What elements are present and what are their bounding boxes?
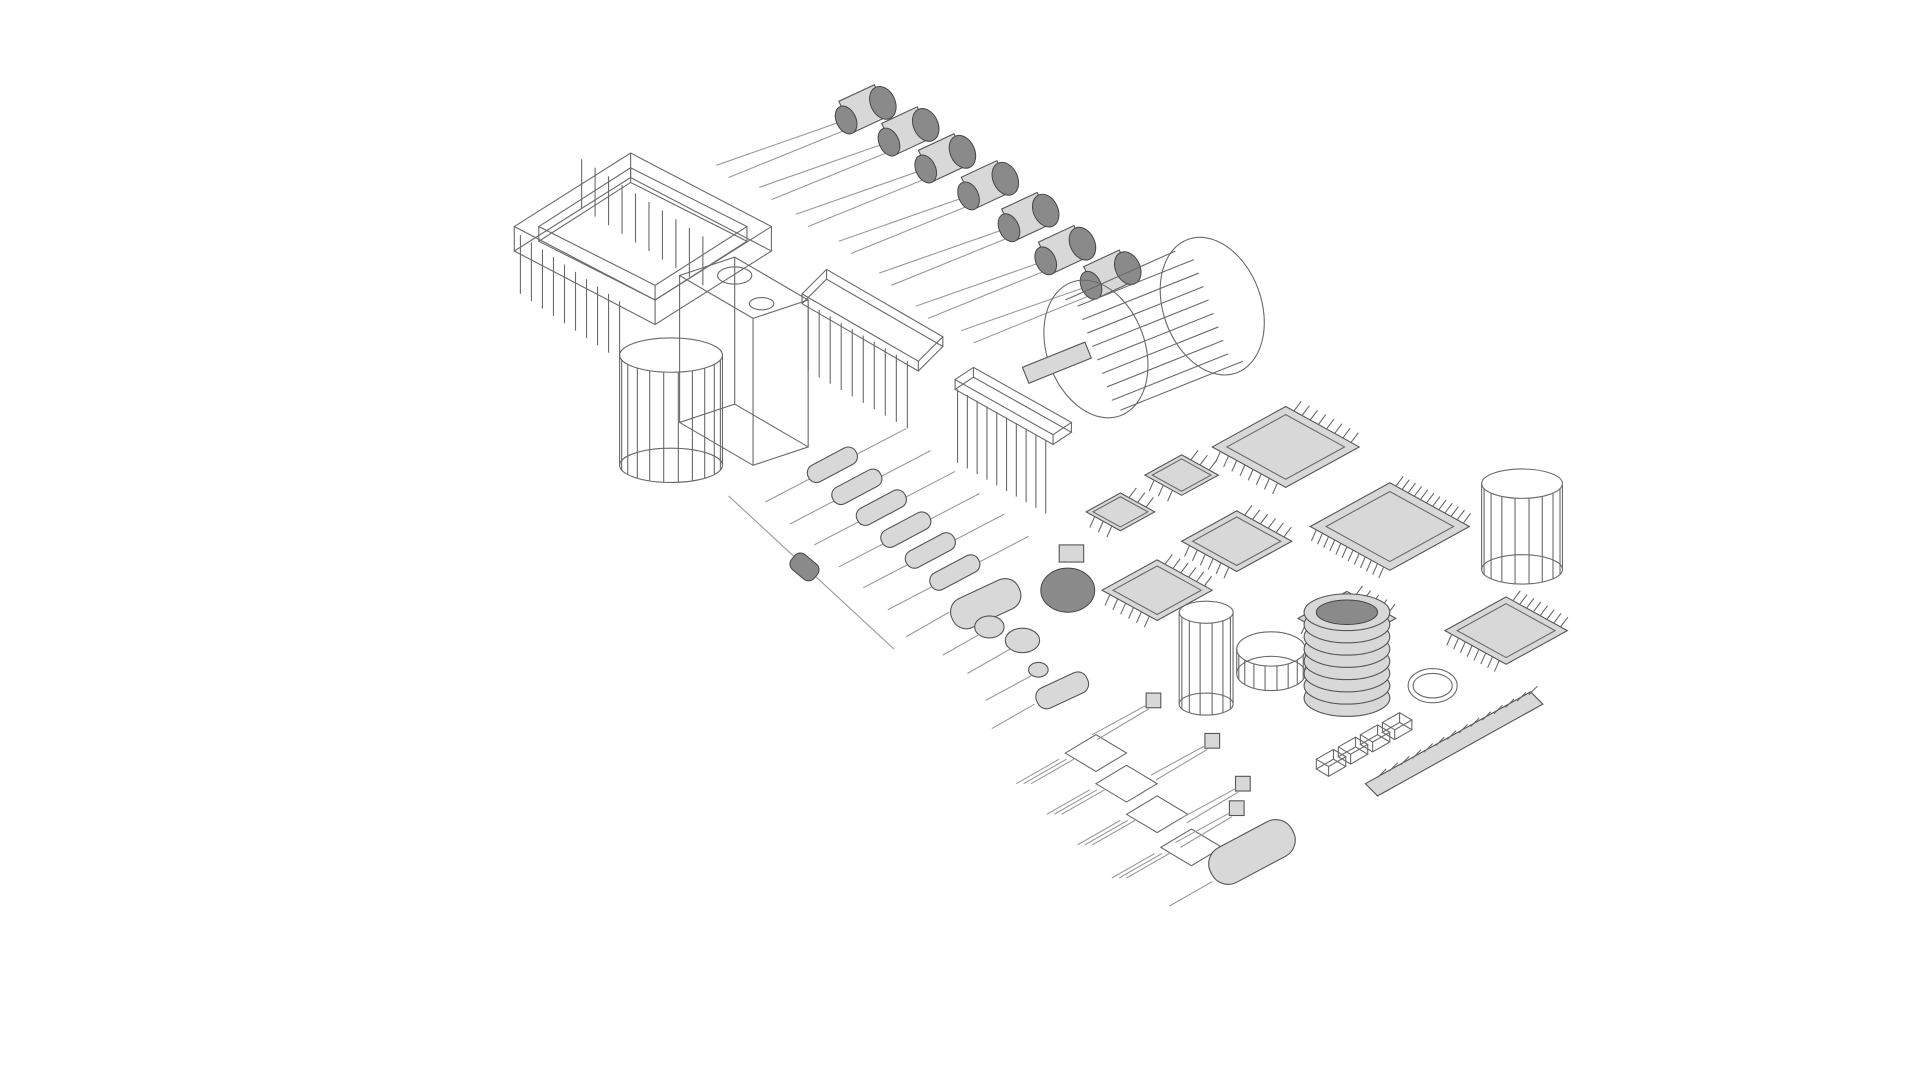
to220-transistor-1 xyxy=(1016,734,1128,785)
qfp-chip-1 xyxy=(1211,400,1361,495)
coil-1 xyxy=(1040,567,1096,613)
led-1 xyxy=(716,84,897,179)
toroid-coil-stack xyxy=(1303,593,1391,717)
wire-cage-cylinder-1 xyxy=(619,337,724,483)
to220-transistor-3 xyxy=(1077,795,1189,846)
soic-chip-2 xyxy=(1084,487,1156,538)
relay-box xyxy=(678,256,810,466)
soic-chip-1 xyxy=(1143,449,1220,502)
to92-transistor-2 xyxy=(1150,732,1221,781)
dip-ic-1 xyxy=(801,268,944,429)
led-2 xyxy=(759,106,940,201)
ceramic-capacitor-2 xyxy=(967,627,1041,674)
qfp-chip-2 xyxy=(1180,505,1293,579)
dc-motor xyxy=(1021,236,1265,419)
ceramic-capacitor-3 xyxy=(985,661,1049,701)
dip-ic-2 xyxy=(954,366,1073,514)
led-6 xyxy=(915,224,1097,319)
wire-cage-cylinder-2 xyxy=(1481,468,1563,585)
qfp-chip-3 xyxy=(1100,554,1214,628)
to220-transistor-2 xyxy=(1046,764,1159,815)
resistor-4 xyxy=(838,492,980,568)
resistor-2 xyxy=(789,450,931,525)
tantalum-capacitor xyxy=(991,671,1090,730)
electrolytic-capacitor-2 xyxy=(1169,819,1296,907)
to92-transistor-3 xyxy=(1181,775,1251,824)
ceramic-capacitor-1 xyxy=(942,615,1005,656)
smd-chips xyxy=(1084,400,1569,672)
pin-header-small xyxy=(1315,712,1413,777)
dip-socket-large xyxy=(513,152,773,360)
to92-transistor-4 xyxy=(1175,800,1245,848)
qfn-chip-1 xyxy=(1443,590,1569,672)
ring-cage xyxy=(1236,631,1306,692)
ring xyxy=(1407,668,1458,704)
resistor-1 xyxy=(765,428,907,503)
small-smd-component xyxy=(1058,544,1085,563)
led-3 xyxy=(795,133,977,228)
axial-component xyxy=(728,495,895,650)
pin-header-long xyxy=(1364,685,1544,797)
led-5 xyxy=(879,191,1060,286)
resistor-6 xyxy=(887,535,1029,611)
led-4 xyxy=(838,159,1020,254)
resistor-5 xyxy=(863,513,1005,589)
to92-transistor-1 xyxy=(1091,692,1162,741)
tqfp-chip-1 xyxy=(1309,475,1472,579)
electrolytic-capacitor-1 xyxy=(905,578,1022,638)
led-7 xyxy=(961,249,1142,344)
wire-cage-cylinder-3 xyxy=(1178,600,1234,716)
to220-transistor-4 xyxy=(1111,828,1224,879)
resistor-3 xyxy=(814,470,956,546)
